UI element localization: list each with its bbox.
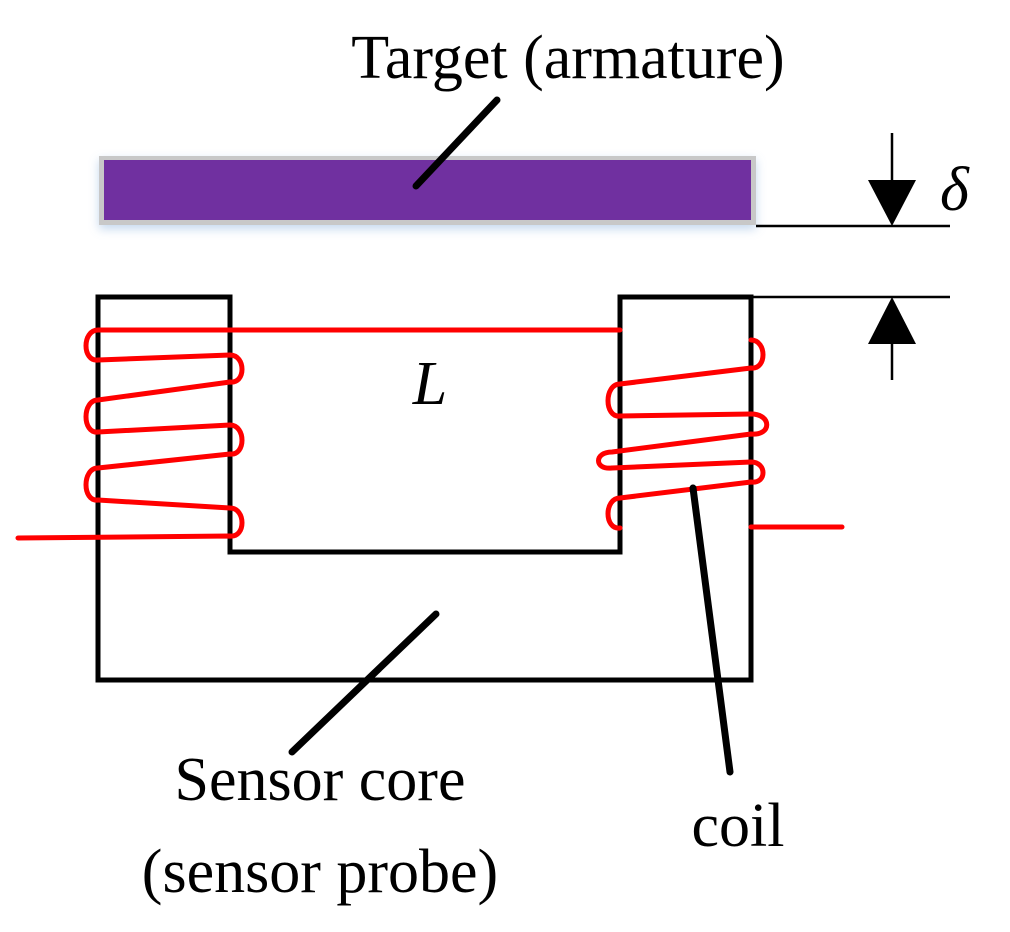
left-coil-turn-2: [83, 422, 245, 503]
right-coil-turn-3: [605, 459, 766, 531]
sensor-core-label-line2: (sensor probe): [142, 838, 498, 906]
sensor-core-leader-line: [288, 610, 440, 756]
right-coil: [596, 337, 845, 531]
left-coil-turn-1: [83, 352, 245, 435]
gap-arrow-bottom-head: [868, 297, 916, 344]
left-coil: [15, 327, 623, 541]
target-armature: [99, 156, 756, 225]
gap-dimension: [752, 133, 950, 380]
right-coil-turn-2: [596, 411, 770, 471]
gap-arrow-top-head: [868, 180, 916, 226]
target-label: Target (armature): [351, 24, 784, 92]
coil-leader-line: [689, 484, 734, 776]
target-leader-line: [412, 96, 501, 190]
gap-label: δ: [940, 156, 970, 224]
coil-label: coil: [692, 792, 785, 860]
left-coil-turn-3: [15, 497, 245, 541]
left-coil-top-wire: [83, 327, 623, 363]
inductance-label: L: [412, 350, 447, 418]
sensor-core-label-line1: Sensor core: [175, 746, 466, 814]
right-coil-turn-1: [605, 337, 766, 419]
